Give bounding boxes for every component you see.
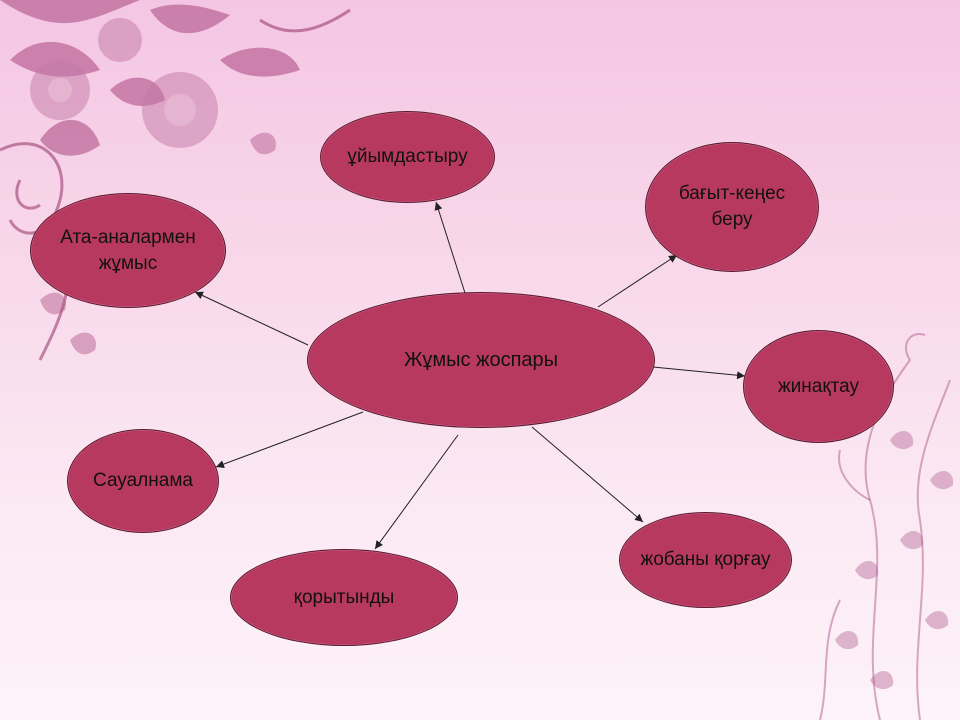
node-saualnama: Сауалнама bbox=[67, 429, 219, 533]
center-node: Жұмыс жоспары bbox=[307, 292, 655, 428]
node-korytyndy: қорытынды bbox=[230, 549, 458, 646]
floral-decoration-bottom-right bbox=[819, 333, 954, 720]
arrow-to-bagyt bbox=[597, 254, 678, 308]
node-zhinaktau: жинақтау bbox=[743, 330, 894, 443]
floral-decoration-top-left bbox=[0, 0, 351, 361]
arrow-to-saualnama bbox=[215, 411, 364, 468]
node-zhobany-korgau: жобаны қорғау bbox=[619, 512, 792, 608]
node-uiymdastyru: ұйымдастыру bbox=[320, 111, 495, 203]
arrow-to-ata bbox=[194, 291, 309, 346]
arrow-to-zhinaktau bbox=[652, 366, 746, 380]
arrow-to-zhoba bbox=[531, 426, 644, 523]
node-bagyt-kenes-beru: бағыт-кеңес беру bbox=[645, 142, 819, 272]
node-ata-analarmen-zhumys: Ата-аналармен жұмыс bbox=[30, 193, 226, 308]
arrow-to-korytyndy bbox=[374, 434, 459, 550]
arrow-to-uiymdastyru bbox=[434, 201, 466, 294]
